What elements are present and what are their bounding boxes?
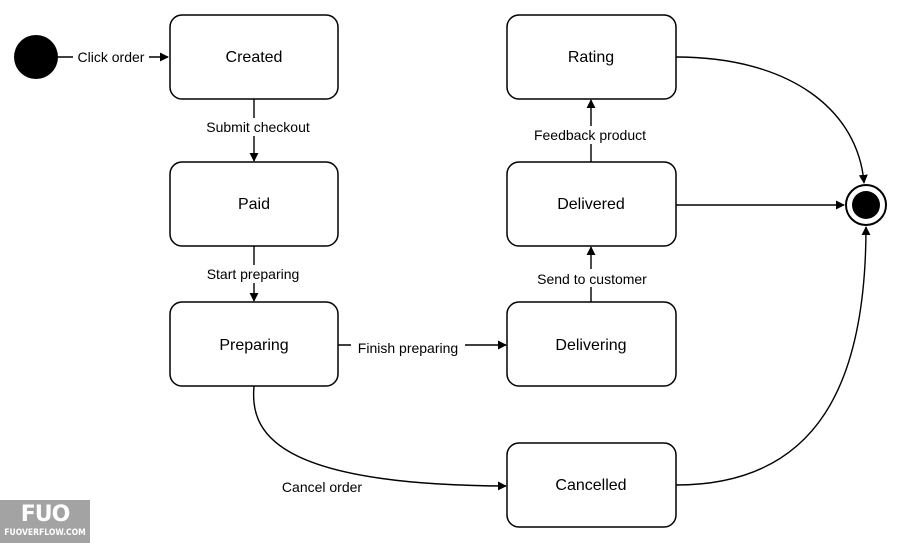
watermark-logo: FUO [20,502,71,527]
label-start-preparing: Start preparing [207,266,300,282]
state-paid-label: Paid [238,196,270,213]
initial-state-node [14,35,58,79]
state-rating-label: Rating [568,49,614,66]
state-preparing-label: Preparing [219,337,288,354]
state-cancelled-label: Cancelled [555,477,626,494]
label-feedback-product: Feedback product [534,127,646,143]
site-watermark: FUO FUOVERFLOW.COM [0,500,90,543]
state-delivering-label: Delivering [555,337,626,354]
state-delivered: Delivered [506,161,677,247]
label-send-to-customer: Send to customer [537,271,647,287]
state-delivered-label: Delivered [557,196,625,213]
label-submit-checkout: Submit checkout [206,119,310,135]
state-created-label: Created [226,49,283,66]
state-cancelled: Cancelled [506,442,677,528]
state-created: Created [169,14,339,100]
watermark-site-url: FUOVERFLOW.COM [4,528,86,538]
state-delivering: Delivering [506,301,677,387]
edge-cancel-order [252,385,507,491]
edge-rating-to-final [675,56,868,184]
final-state-node [845,184,887,226]
state-preparing: Preparing [169,301,339,387]
label-finish-preparing: Finish preparing [358,340,458,356]
edge-cancelled-to-final [675,226,871,486]
label-cancel-order: Cancel order [282,479,362,495]
state-rating: Rating [506,14,677,100]
state-paid: Paid [169,161,339,247]
label-click-order: Click order [78,49,145,65]
